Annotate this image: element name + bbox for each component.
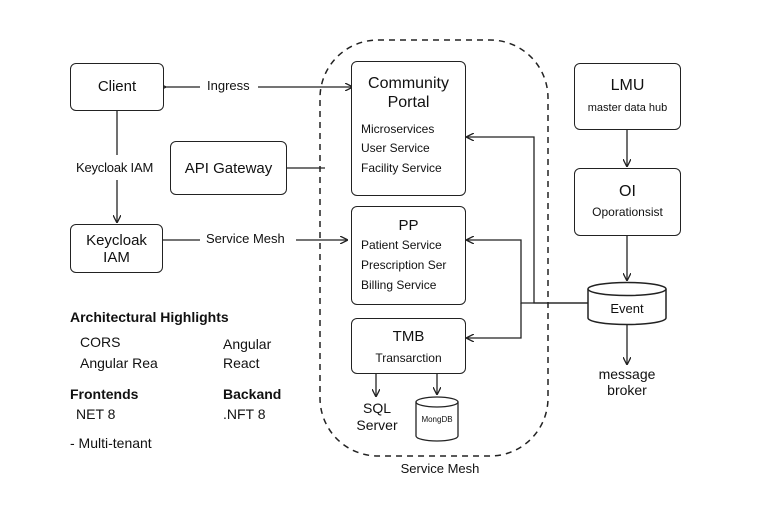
service-mesh-boundary-label: Service Mesh [400, 461, 480, 476]
oi-title: OI [619, 183, 636, 200]
lmu-title: LMU [610, 77, 645, 94]
keycloak-iam-edge-label: Keycloak IAM [76, 160, 154, 175]
sql-server-line2: Server [356, 417, 398, 433]
event-label: Event [610, 301, 644, 316]
message-broker-line2: broker [607, 382, 647, 398]
community-portal-item: Facility Service [361, 161, 442, 175]
tmb-subtitle: Transarction [375, 351, 442, 365]
api-gateway-box [170, 141, 287, 195]
highlights-right-item: React [223, 355, 260, 371]
backend-value: .NFT 8 [223, 406, 266, 422]
pp-title: PP [398, 217, 419, 234]
tmb-title: TMB [392, 328, 425, 345]
event-cylinder [587, 281, 667, 326]
service-mesh-edge-label: Service Mesh [206, 231, 285, 246]
oi-box [574, 168, 681, 236]
event-tmb-connector [467, 303, 522, 338]
highlights-right-item: Angular [223, 336, 272, 352]
community-portal-item: User Service [361, 141, 430, 155]
mongodb-label: MongDB [421, 415, 453, 424]
pp-item: Billing Service [361, 278, 437, 292]
keycloak-iam-line1: Keycloak [86, 232, 147, 249]
message-broker-line1: message [598, 366, 656, 382]
community-portal-item: Microservices [361, 122, 435, 136]
highlights-heading: Architectural Highlights [70, 309, 229, 325]
api-gateway-label: API Gateway [184, 160, 273, 177]
lmu-box [574, 63, 681, 130]
keycloak-iam-box [70, 224, 163, 273]
pp-item: Patient Service [361, 238, 442, 252]
lmu-subtitle: master data hub [587, 102, 668, 114]
sql-server-line1: SQL [362, 400, 391, 416]
community-portal-box [351, 61, 466, 196]
client-label: Client [97, 78, 137, 95]
client-box [70, 63, 164, 111]
event-portal-connector [467, 137, 588, 304]
oi-subtitle: Oporationsist [592, 205, 663, 219]
highlights-left-item: Angular Rea [80, 355, 158, 371]
mongodb-cylinder [415, 396, 459, 442]
community-portal-title-2: Portal [387, 94, 430, 111]
frontends-label: Frontends [70, 386, 139, 402]
ingress-label: Ingress [207, 78, 250, 93]
event-pp-connector [467, 240, 588, 304]
pp-box [351, 206, 466, 305]
service-mesh-boundary [319, 39, 549, 457]
keycloak-iam-line2: IAM [103, 249, 130, 266]
multi-tenant-note: - Multi-tenant [70, 435, 152, 451]
pp-item: Prescription Ser [361, 258, 447, 272]
backend-label: Backand [223, 386, 282, 402]
highlights-left-item: CORS [80, 334, 121, 350]
frontends-value: NET 8 [76, 406, 116, 422]
community-portal-title-1: Community [368, 75, 449, 92]
tmb-box [351, 318, 466, 374]
